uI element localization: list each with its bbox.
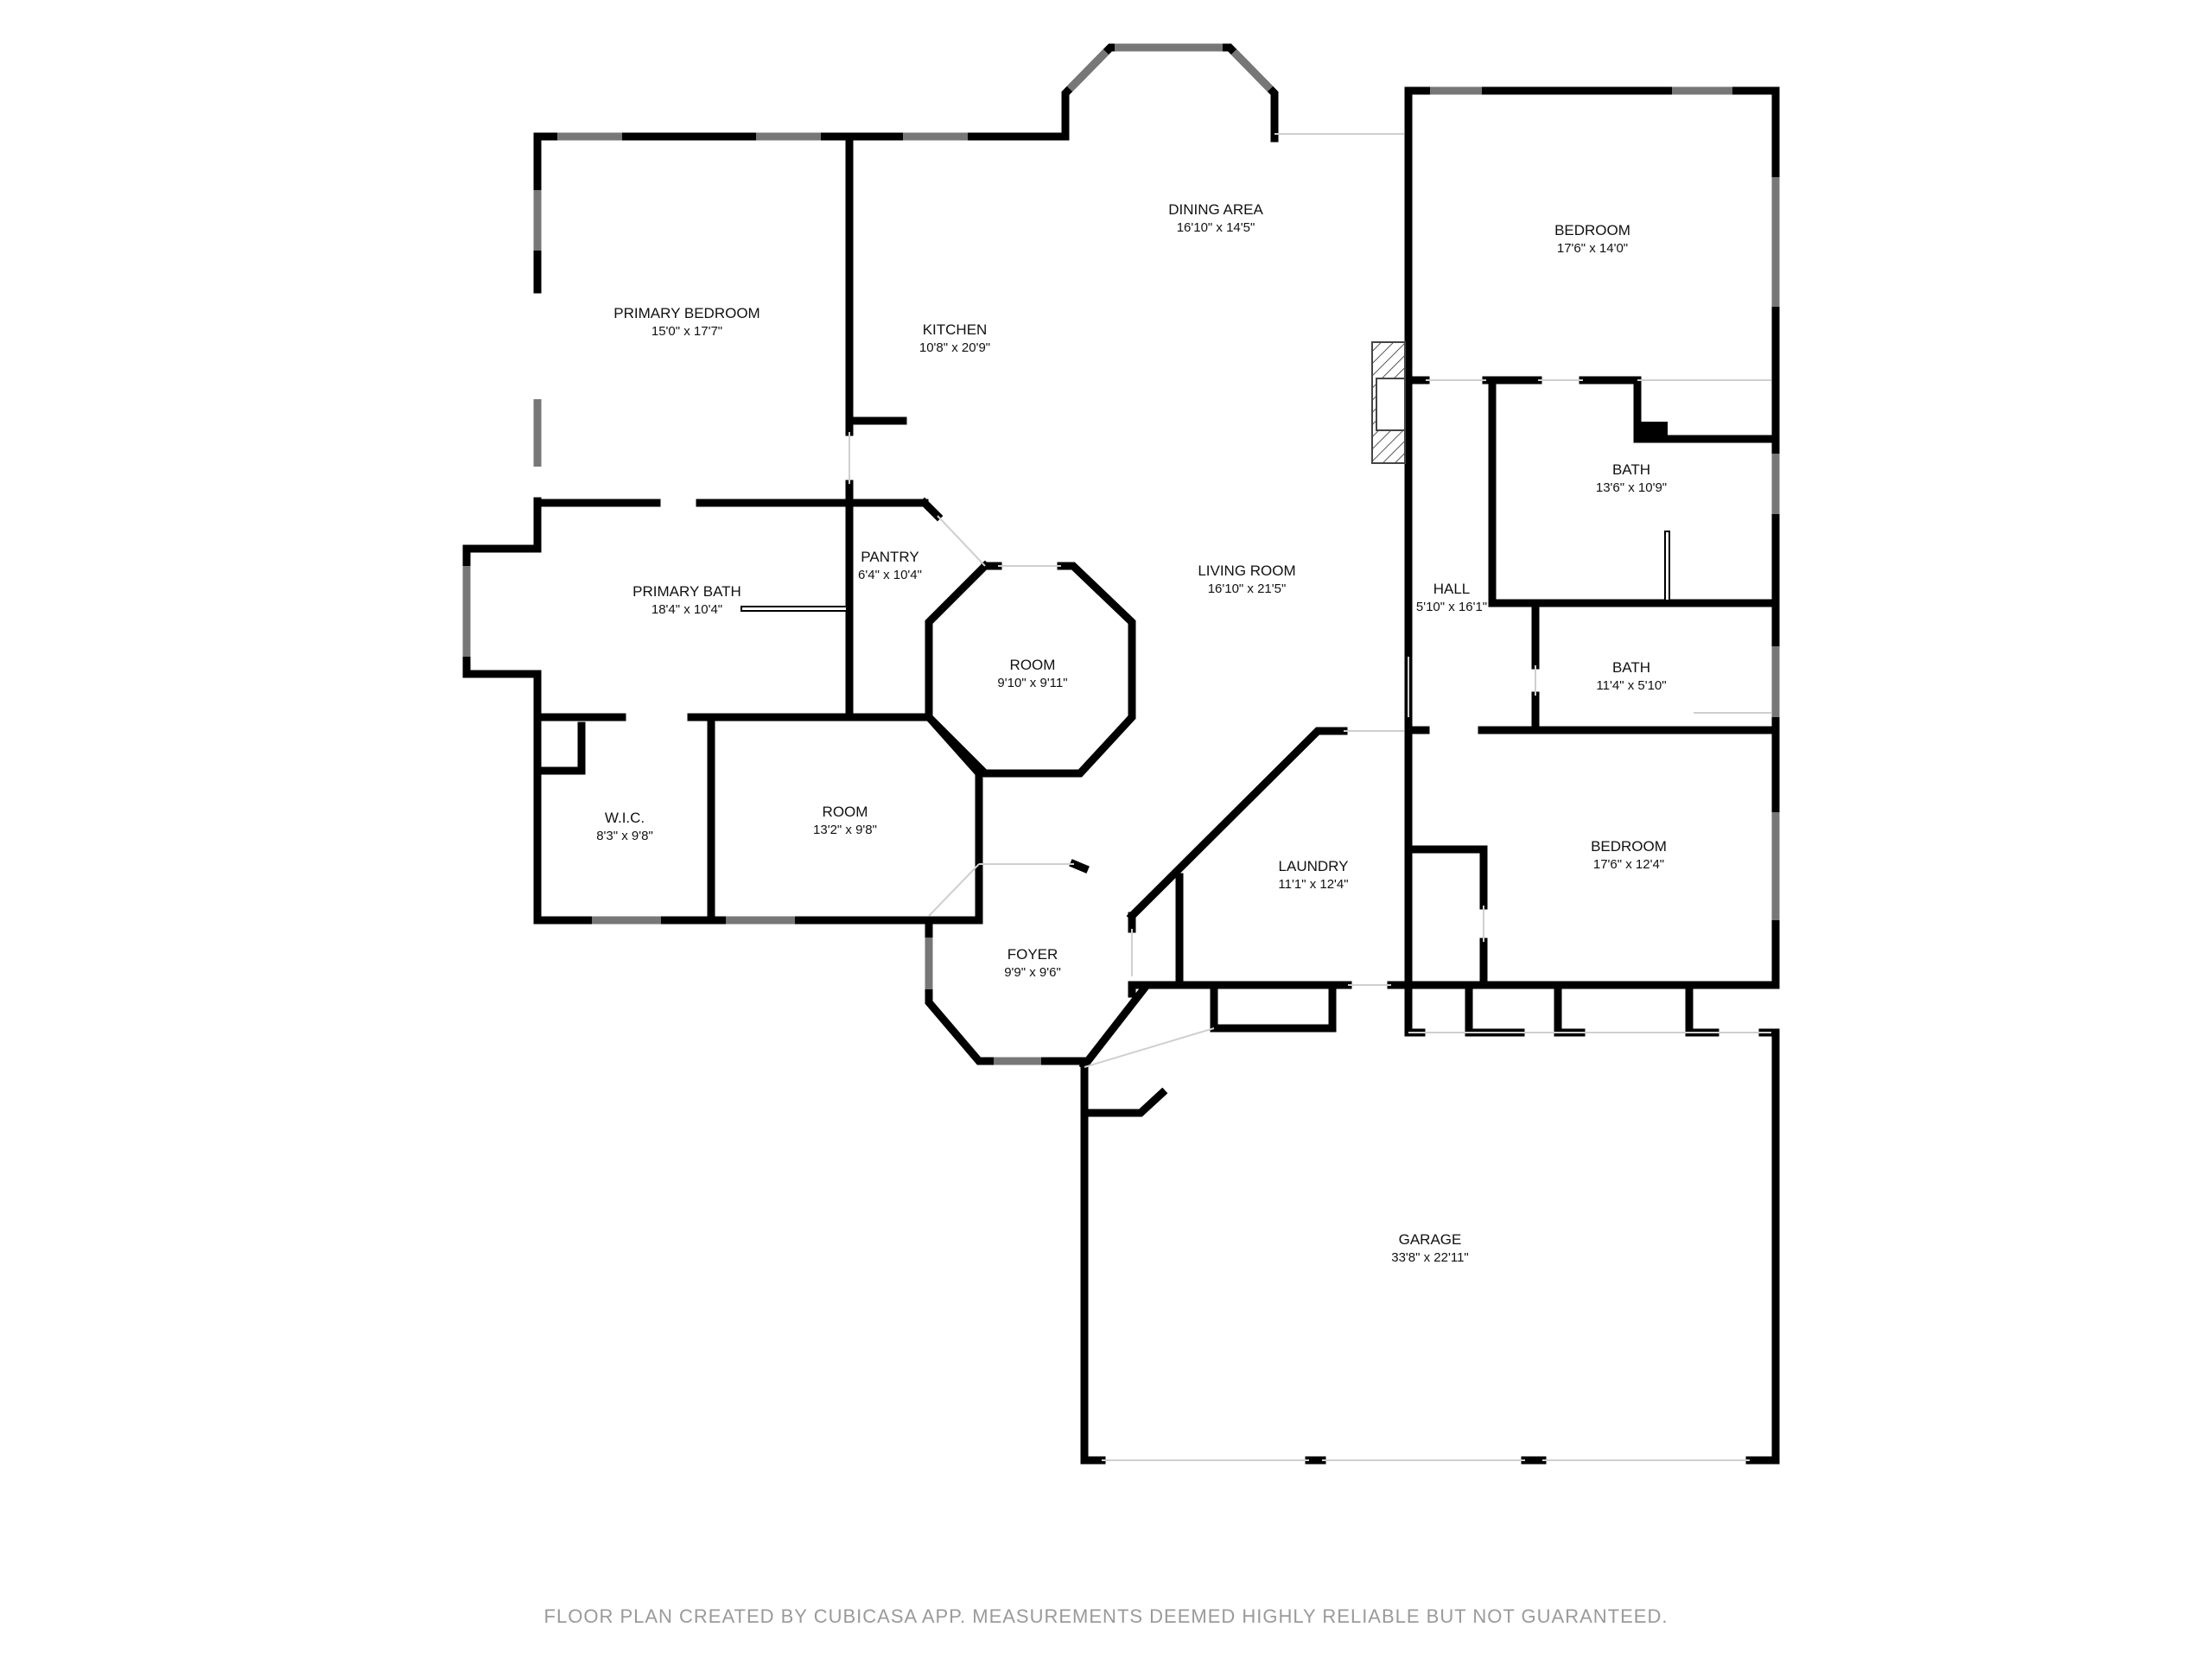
room-label-bedroom-north: BEDROOM — [1554, 222, 1630, 238]
opening — [928, 863, 980, 917]
room-dims-living-room: 16'10" x 21'5" — [1208, 582, 1287, 596]
window — [1230, 48, 1274, 92]
vanity-counter — [741, 606, 848, 612]
opening — [1084, 1027, 1215, 1068]
room-dims-bath-lower: 11'4" x 5'10" — [1596, 678, 1666, 693]
footer-disclaimer: FLOOR PLAN CREATED BY CUBICASA APP. MEAS… — [543, 1605, 1669, 1627]
wall-pantry-diag — [918, 497, 944, 522]
wall-garage-entry — [1078, 982, 1151, 1071]
room-label-laundry: LAUNDRY — [1279, 858, 1349, 874]
room-dims-bedroom-north: 17'6" x 14'0" — [1557, 241, 1628, 256]
room-label-dining-area: DINING AREA — [1168, 201, 1263, 218]
wall-octagon — [925, 560, 1136, 778]
wall-garage-storage — [1210, 981, 1337, 1033]
room-dims-pantry: 6'4" x 10'4" — [858, 568, 922, 582]
room-label-hall: HALL — [1433, 581, 1471, 597]
room-dims-wic: 8'3" x 9'8" — [596, 829, 653, 843]
wall-north-west — [533, 43, 1279, 294]
room-label-room-west: ROOM — [823, 804, 868, 820]
openings — [849, 133, 1771, 1461]
wall-west-lower — [533, 713, 983, 925]
window — [1066, 48, 1109, 92]
interior-walls — [533, 134, 1780, 1117]
wall-laundry-diag — [1126, 727, 1348, 922]
closet-block — [1637, 422, 1668, 439]
room-dims-garage: 33'8" x 22'11" — [1391, 1250, 1469, 1265]
room-dims-bedroom-south: 17'6" x 12'4" — [1593, 857, 1664, 872]
wall-wic-closet — [533, 721, 586, 775]
room-label-primary-bedroom: PRIMARY BEDROOM — [613, 305, 760, 321]
room-dims-hall: 5'10" x 16'1" — [1416, 600, 1487, 614]
wall-foyer-ne — [1069, 859, 1090, 874]
wall-garage-closet — [1080, 1087, 1168, 1117]
room-dims-dining-area: 16'10" x 14'5" — [1177, 220, 1255, 235]
room-label-bedroom-south: BEDROOM — [1591, 838, 1667, 855]
room-label-octagon-room: ROOM — [1010, 657, 1056, 673]
room-labels: DINING AREA 16'10" x 14'5" BEDROOM 17'6"… — [596, 201, 1667, 1265]
wall-cab-0 — [1404, 981, 1426, 1037]
opening — [937, 515, 986, 567]
room-label-bath-lower: BATH — [1612, 659, 1650, 676]
room-dims-foyer: 9'9" x 9'6" — [1004, 965, 1061, 980]
room-label-bath-upper: BATH — [1612, 461, 1650, 478]
wall-garage — [1080, 1063, 1106, 1465]
wall-bath-upper — [1488, 380, 1776, 607]
room-label-pantry: PANTRY — [861, 549, 918, 565]
room-label-garage: GARAGE — [1399, 1231, 1462, 1248]
wall-garage-east — [1745, 1028, 1780, 1465]
room-dims-primary-bedroom: 15'0" x 17'7" — [652, 324, 722, 339]
room-label-foyer: FOYER — [1007, 946, 1058, 963]
room-dims-room-west: 13'2" x 9'8" — [813, 823, 877, 837]
room-label-wic: W.I.C. — [605, 810, 645, 826]
fireplace-hearth — [1376, 378, 1406, 431]
wall-east-block — [1404, 86, 1780, 989]
wall-west-bay — [462, 497, 542, 721]
wall-bedroom-closet — [1404, 845, 1488, 910]
room-label-primary-bath: PRIMARY BATH — [632, 583, 741, 600]
wall-cab-1 — [1465, 981, 1525, 1037]
room-dims-kitchen: 10'8" x 20'9" — [919, 340, 990, 355]
room-dims-bath-upper: 13'6" x 10'9" — [1596, 480, 1667, 495]
windows — [462, 43, 1780, 1065]
room-label-living-room: LIVING ROOM — [1198, 563, 1295, 579]
wall-foyer — [925, 916, 998, 1065]
wall-cab-3 — [1685, 981, 1719, 1037]
shower-glass — [1664, 531, 1670, 601]
wall-cab-2 — [1554, 981, 1586, 1037]
room-label-kitchen: KITCHEN — [923, 321, 988, 338]
room-dims-laundry: 11'1" x 12'4" — [1278, 877, 1348, 892]
exterior-walls — [462, 43, 1780, 1465]
room-dims-primary-bath: 18'4" x 10'4" — [652, 602, 722, 617]
room-dims-octagon-room: 9'10" x 9'11" — [997, 676, 1067, 690]
